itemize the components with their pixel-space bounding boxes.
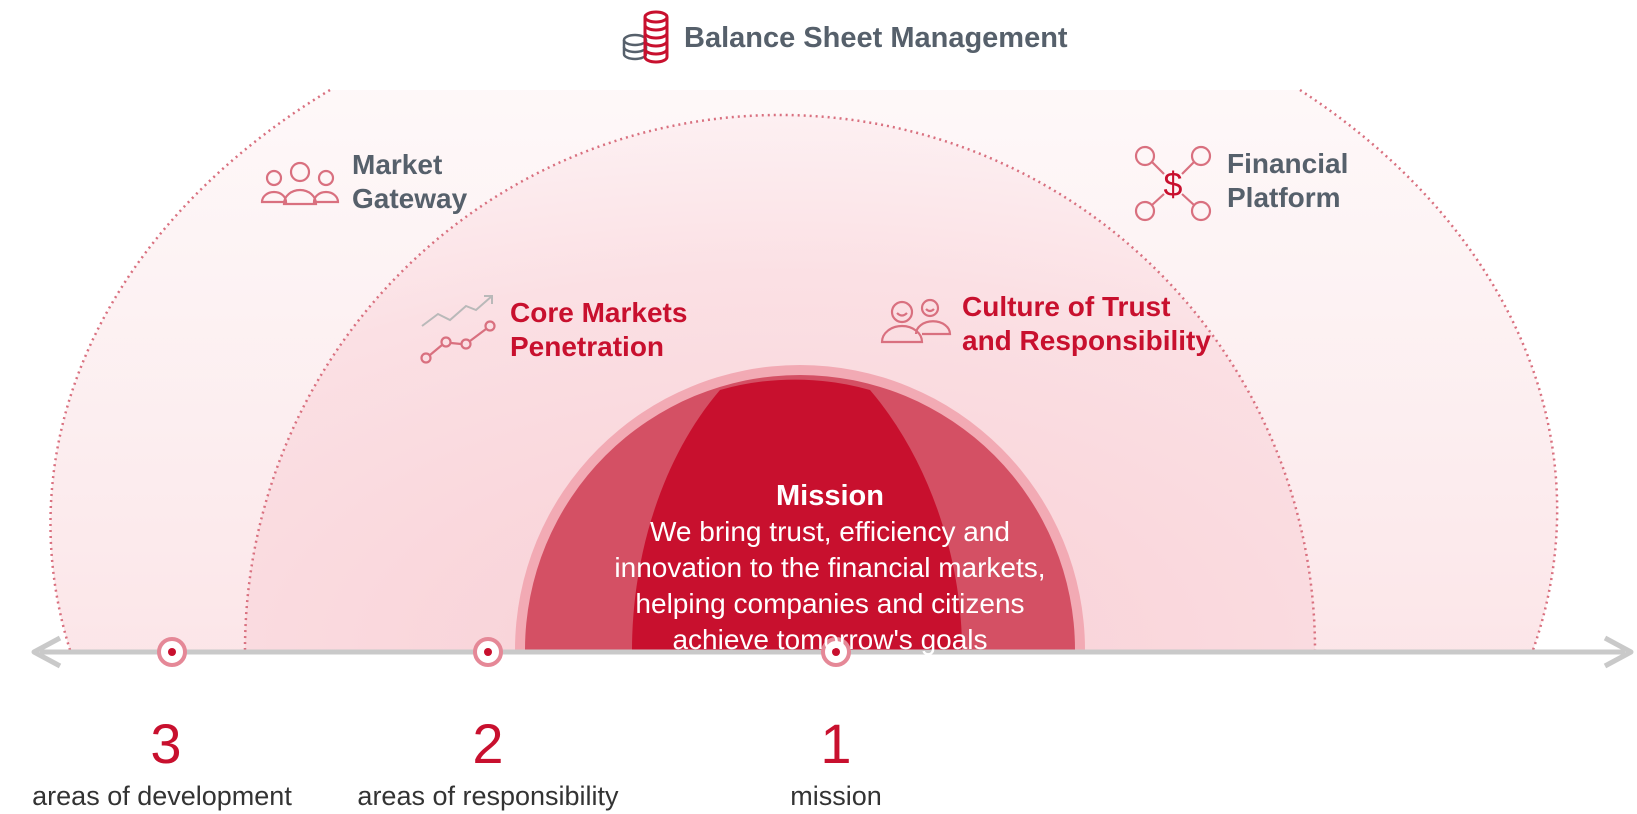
dollar-network-icon: $ bbox=[1134, 145, 1212, 222]
financial-platform-line-2: Platform bbox=[1227, 181, 1341, 213]
marker-1-caption: mission bbox=[790, 781, 882, 811]
mission-line-1: We bring trust, efficiency and bbox=[649, 516, 1011, 547]
financial-platform-line-1: Financial bbox=[1227, 148, 1349, 179]
marker-1 bbox=[821, 637, 851, 667]
mission-text: Mission We bring trust, efficiency and i… bbox=[560, 478, 1100, 658]
people-group-icon bbox=[260, 161, 340, 206]
marker-3 bbox=[157, 637, 187, 667]
marker-3-caption: areas of development bbox=[32, 781, 292, 811]
market-gateway-label: Market Gateway bbox=[352, 148, 467, 215]
header: Balance Sheet Management bbox=[622, 8, 1068, 68]
arrow-right-icon bbox=[1603, 635, 1634, 669]
outer-arc-border-right bbox=[1299, 88, 1559, 651]
market-gateway-line-2: Gateway bbox=[352, 182, 468, 214]
marker-2-caption: areas of responsibility bbox=[357, 781, 619, 811]
marker-1-number: 1 bbox=[820, 712, 852, 775]
core-markets-line-1: Core Markets bbox=[510, 297, 688, 328]
mission-line-3: helping companies and citizens bbox=[635, 588, 1025, 619]
market-gateway-line-1: Market bbox=[352, 149, 443, 180]
svg-text:$: $ bbox=[1164, 166, 1183, 204]
mission-line-4: achieve tomorrow's goals bbox=[672, 624, 988, 655]
culture-line-2: and Responsibility bbox=[962, 324, 1211, 356]
coins-stack-icon bbox=[622, 10, 669, 64]
culture-label: Culture of Trust and Responsibility bbox=[962, 290, 1211, 357]
marker-3-number: 3 bbox=[150, 712, 182, 775]
financial-platform-label: Financial Platform bbox=[1227, 147, 1348, 214]
mission-title: Mission bbox=[776, 480, 884, 512]
core-markets-line-2: Penetration bbox=[510, 330, 665, 362]
middle-arc-border bbox=[243, 113, 1317, 651]
arrow-left-icon bbox=[31, 635, 62, 669]
culture-line-1: Culture of Trust bbox=[962, 291, 1171, 322]
mission-dome-core bbox=[632, 379, 962, 650]
mission-line-2: innovation to the financial markets, bbox=[614, 552, 1046, 583]
marker-2-number: 2 bbox=[472, 712, 504, 775]
smiling-people-icon bbox=[880, 298, 952, 344]
page-title: Balance Sheet Management bbox=[684, 21, 1068, 54]
marker-2 bbox=[473, 637, 503, 667]
core-markets-label: Core Markets Penetration bbox=[510, 296, 687, 363]
trend-chart-icon bbox=[420, 295, 496, 364]
